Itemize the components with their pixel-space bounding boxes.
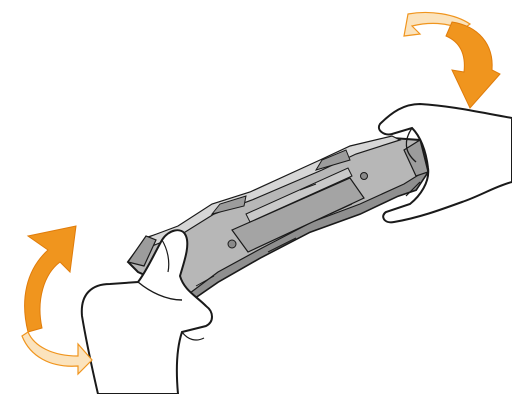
- illustration-canvas: [0, 0, 512, 394]
- illustration-svg: [0, 0, 512, 394]
